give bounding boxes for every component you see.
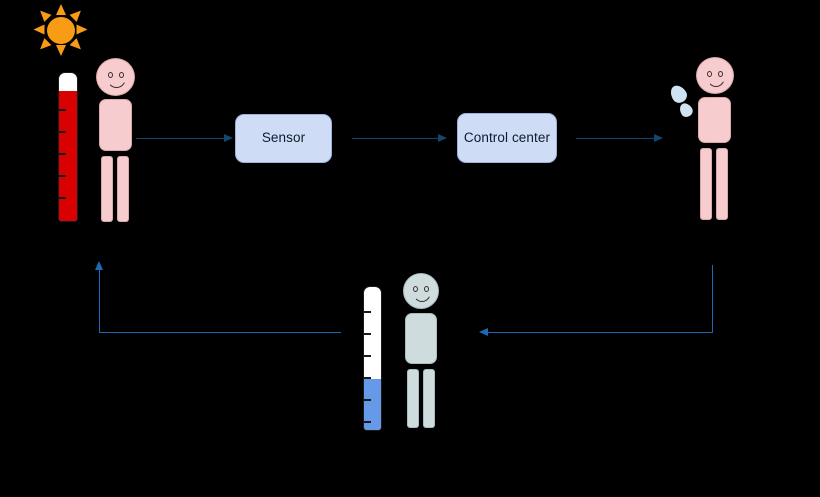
person-leg-right	[117, 156, 129, 222]
person-leg-left	[407, 369, 419, 428]
person-warm-icon	[94, 58, 140, 226]
thermometer-tick	[59, 153, 66, 156]
feedback-right-horizontal	[488, 332, 713, 333]
person-head	[96, 58, 135, 96]
person-leg-left	[101, 156, 113, 222]
node-control-center-label: Control center	[463, 129, 551, 145]
feedback-left-vertical	[99, 270, 100, 333]
person-torso	[698, 97, 731, 143]
person-leg-right	[423, 369, 435, 428]
mouth	[107, 78, 126, 88]
sun-ray	[33, 24, 45, 35]
eye-right	[119, 72, 124, 78]
thermometer-tick	[364, 399, 371, 402]
sun-ray	[36, 7, 52, 22]
connector-control-to-effector	[576, 138, 656, 139]
sun-ray	[69, 7, 85, 22]
thermometer-tick	[59, 109, 66, 112]
mouth	[707, 77, 725, 87]
thermometer-cool-fluid	[364, 379, 381, 430]
thermometer-tick	[59, 197, 66, 200]
person-head	[696, 57, 734, 94]
arrowhead-stimulus-to-sensor	[224, 133, 233, 142]
sweat-drop-icon	[677, 100, 695, 120]
eye-right	[424, 286, 429, 292]
eye-left	[108, 72, 113, 78]
arrowhead-sensor-to-control	[438, 133, 447, 142]
sun-ray	[69, 38, 85, 53]
person-torso	[99, 99, 132, 151]
connector-sensor-to-control	[352, 138, 440, 139]
person-leg-left	[700, 148, 712, 220]
thermometer-hot-icon	[58, 72, 78, 222]
thermometer-tick	[59, 131, 66, 134]
sun-ray	[76, 24, 88, 35]
person-cool-icon	[401, 273, 447, 433]
arrowhead-response-feedback	[94, 261, 103, 270]
thermometer-tick	[364, 421, 371, 424]
mouth	[413, 292, 431, 302]
connector-stimulus-to-sensor	[136, 138, 226, 139]
sweat-drop-icon	[667, 82, 690, 106]
node-sensor[interactable]: Sensor	[235, 114, 332, 163]
node-sensor-label: Sensor	[261, 130, 306, 146]
eye-left	[413, 286, 418, 292]
arrowhead-effector-to-response	[479, 327, 488, 336]
thermometer-tick	[364, 377, 371, 380]
thermometer-hot-fluid	[59, 91, 77, 221]
thermometer-tick	[364, 355, 371, 358]
person-leg-right	[716, 148, 728, 220]
thermometer-cool-icon	[363, 286, 382, 431]
person-sweating-icon	[694, 57, 740, 225]
feedback-left-horizontal	[99, 332, 341, 333]
arrowhead-control-to-effector	[654, 133, 663, 142]
sun-icon	[30, 4, 92, 56]
eye-right	[718, 71, 723, 77]
thermometer-tick	[364, 333, 371, 336]
person-head	[403, 273, 439, 309]
sun-ray	[36, 38, 52, 53]
sun-ray	[55, 4, 66, 15]
node-control-center[interactable]: Control center	[457, 113, 557, 163]
eye-left	[707, 71, 712, 77]
sun-core	[47, 17, 75, 44]
person-torso	[405, 313, 437, 364]
thermometer-tick	[364, 311, 371, 314]
sun-ray	[55, 45, 66, 56]
feedback-right-vertical	[712, 265, 713, 333]
thermometer-tick	[59, 175, 66, 178]
